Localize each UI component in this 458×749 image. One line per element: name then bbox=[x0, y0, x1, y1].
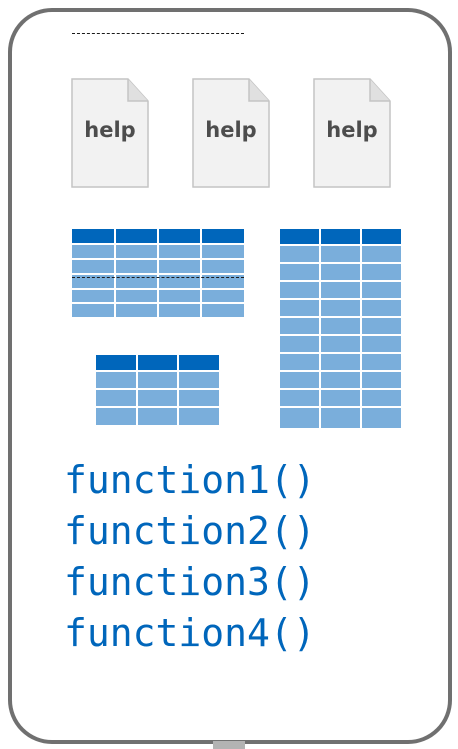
function-item: function2() bbox=[64, 509, 316, 553]
function-item: function1() bbox=[64, 458, 316, 502]
function-list: function1() function2() function3() func… bbox=[64, 455, 316, 659]
help-document-label: help bbox=[84, 118, 136, 142]
help-document-label: help bbox=[326, 118, 378, 142]
wide-table-icon bbox=[72, 33, 244, 317]
tall-table-icon bbox=[280, 229, 401, 428]
help-document-icon: help bbox=[70, 77, 150, 189]
container-tab bbox=[213, 741, 245, 749]
small-table-icon bbox=[96, 355, 219, 425]
help-document-label: help bbox=[205, 118, 257, 142]
function-item: function4() bbox=[64, 611, 316, 655]
help-document-icon: help bbox=[191, 77, 271, 189]
help-document-icon: help bbox=[312, 77, 392, 189]
function-item: function3() bbox=[64, 560, 316, 604]
